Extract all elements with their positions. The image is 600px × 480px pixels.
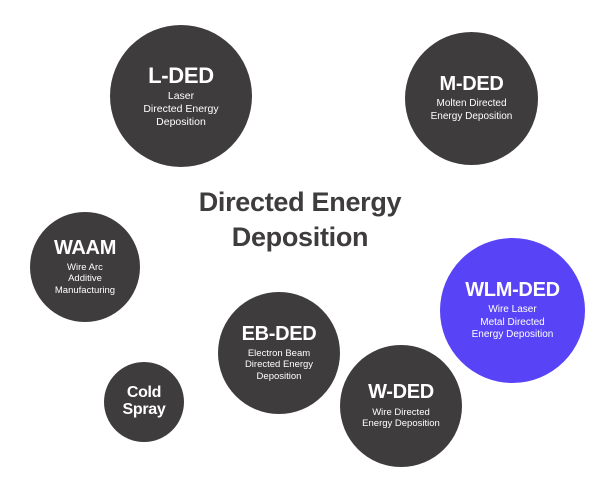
diagram-center-title: Directed Energy Deposition: [198, 187, 402, 252]
bubble-eb-ded-title: EB-DED: [241, 322, 317, 345]
bubble-cold-spray-title: Cold Spray: [122, 384, 166, 418]
bubble-cold-spray[interactable]: Cold Spray: [104, 362, 184, 442]
bubble-wlm-ded-subtitle: Wire Laser Metal Directed Energy Deposit…: [471, 304, 554, 340]
bubble-wlm-ded[interactable]: WLM-DED Wire Laser Metal Directed Energy…: [440, 238, 585, 383]
bubble-m-ded-subtitle: Molten Directed Energy Deposition: [430, 98, 513, 122]
bubble-l-ded[interactable]: L-DED Laser Directed Energy Deposition: [110, 25, 252, 167]
bubble-m-ded[interactable]: M-DED Molten Directed Energy Deposition: [405, 32, 538, 165]
bubble-l-ded-title: L-DED: [148, 62, 214, 88]
bubble-wlm-ded-title: WLM-DED: [465, 279, 560, 302]
bubble-m-ded-title: M-DED: [439, 73, 504, 96]
bubble-waam-subtitle: Wire Arc Additive Manufacturing: [54, 261, 116, 296]
bubble-w-ded-subtitle: Wire Directed Energy Deposition: [362, 406, 440, 430]
bubble-w-ded-title: W-DED: [368, 381, 434, 404]
bubble-eb-ded-subtitle: Electron Beam Directed Energy Deposition: [244, 347, 314, 382]
bubble-eb-ded[interactable]: EB-DED Electron Beam Directed Energy Dep…: [218, 292, 340, 414]
bubble-waam[interactable]: WAAM Wire Arc Additive Manufacturing: [30, 212, 140, 322]
bubble-l-ded-subtitle: Laser Directed Energy Deposition: [143, 89, 219, 128]
bubble-w-ded[interactable]: W-DED Wire Directed Energy Deposition: [340, 345, 462, 467]
bubble-waam-title: WAAM: [53, 236, 117, 259]
